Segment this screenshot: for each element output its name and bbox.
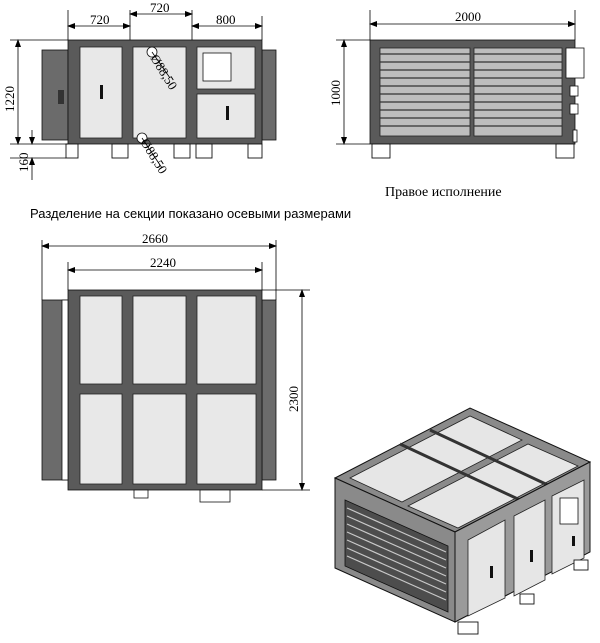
right-duct	[261, 49, 277, 141]
top-control-box	[199, 489, 231, 503]
foot	[457, 621, 479, 635]
dim-top-2300: 2300	[286, 386, 301, 412]
hinge-icon	[58, 90, 64, 104]
foot	[371, 143, 391, 159]
top-view: 2660 2240 2300	[41, 231, 310, 503]
dim-front-160: 160	[16, 153, 31, 173]
front-view: 720 720 800 1220 160 Ø88,50 Ø88,50	[2, 0, 277, 180]
isometric-view	[333, 407, 592, 635]
iso-louver-slats	[346, 507, 447, 601]
side-fitting	[569, 85, 579, 97]
iso-side-panel	[513, 499, 546, 597]
top-right-duct	[261, 299, 277, 481]
caption-right-version: Правое исполнение	[385, 185, 502, 200]
dim-front-720a: 720	[90, 12, 110, 27]
dim-side-2000: 2000	[455, 9, 481, 24]
foot	[65, 143, 79, 159]
louver-slats	[380, 53, 562, 127]
foot	[195, 143, 213, 159]
drain-pipe	[572, 129, 578, 143]
top-panel-5	[132, 393, 187, 485]
handle-icon	[226, 106, 229, 120]
iso-side-panel	[467, 519, 506, 617]
louver-left	[379, 47, 471, 137]
top-panel-2	[132, 295, 187, 385]
foot	[519, 593, 535, 605]
dim-top-2660: 2660	[142, 231, 168, 246]
foot	[555, 143, 575, 159]
handle-icon	[572, 536, 575, 546]
dim-top-2240: 2240	[150, 255, 176, 270]
control-box	[202, 52, 232, 82]
foot	[247, 143, 263, 159]
top-panel-3	[196, 295, 257, 385]
top-panel-4	[79, 393, 123, 485]
top-fitting	[133, 489, 149, 499]
left-duct	[41, 49, 69, 141]
dim-front-800: 800	[216, 12, 236, 27]
top-hinge-strip	[61, 299, 69, 481]
foot	[173, 143, 191, 159]
iso-top-panel	[349, 415, 523, 503]
iso-louver	[344, 499, 449, 613]
top-panel-6	[196, 393, 257, 485]
handle-icon	[530, 550, 533, 562]
dim-side-1000: 1000	[328, 80, 343, 106]
handle-icon	[100, 85, 103, 99]
handle-icon	[490, 566, 493, 578]
top-panel-1	[79, 295, 123, 385]
side-fitting	[569, 103, 579, 115]
foot	[573, 559, 589, 571]
side-view: 2000 1000 Правое исполнение	[328, 9, 585, 200]
foot	[111, 143, 129, 159]
side-control-box	[565, 47, 585, 79]
louver-right	[473, 47, 563, 137]
iso-control-box	[559, 497, 579, 525]
dim-front-720b: 720	[150, 0, 170, 15]
caption-sections: Разделение на секции показано осевыми ра…	[30, 206, 351, 221]
dim-front-1220: 1220	[2, 86, 17, 112]
